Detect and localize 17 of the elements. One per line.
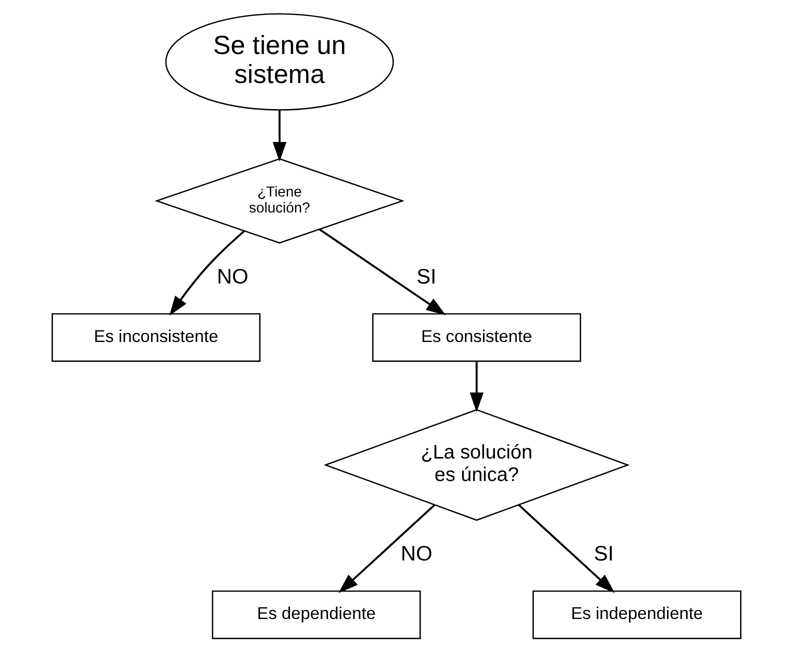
edge-label: NO xyxy=(400,542,432,566)
node-box: Es independiente xyxy=(532,590,741,640)
edge-label: SI xyxy=(416,265,436,288)
node-box: Es consistente xyxy=(372,313,581,362)
edge-label: NO xyxy=(216,265,248,288)
arrow xyxy=(272,110,286,162)
node-box: Es inconsistente xyxy=(51,313,260,362)
arrow xyxy=(168,230,245,316)
edge-label: SI xyxy=(593,542,614,566)
node-diamond: ¿La solución es única? xyxy=(323,409,630,521)
arrow xyxy=(469,362,484,412)
arrow xyxy=(518,504,614,594)
arrow xyxy=(338,504,435,594)
node-box: Es dependiente xyxy=(211,590,420,640)
node-diamond: ¿Tiene solución? xyxy=(154,158,404,244)
node-ellipse: Se tiene un sistema xyxy=(164,13,394,111)
arrow xyxy=(318,228,446,316)
